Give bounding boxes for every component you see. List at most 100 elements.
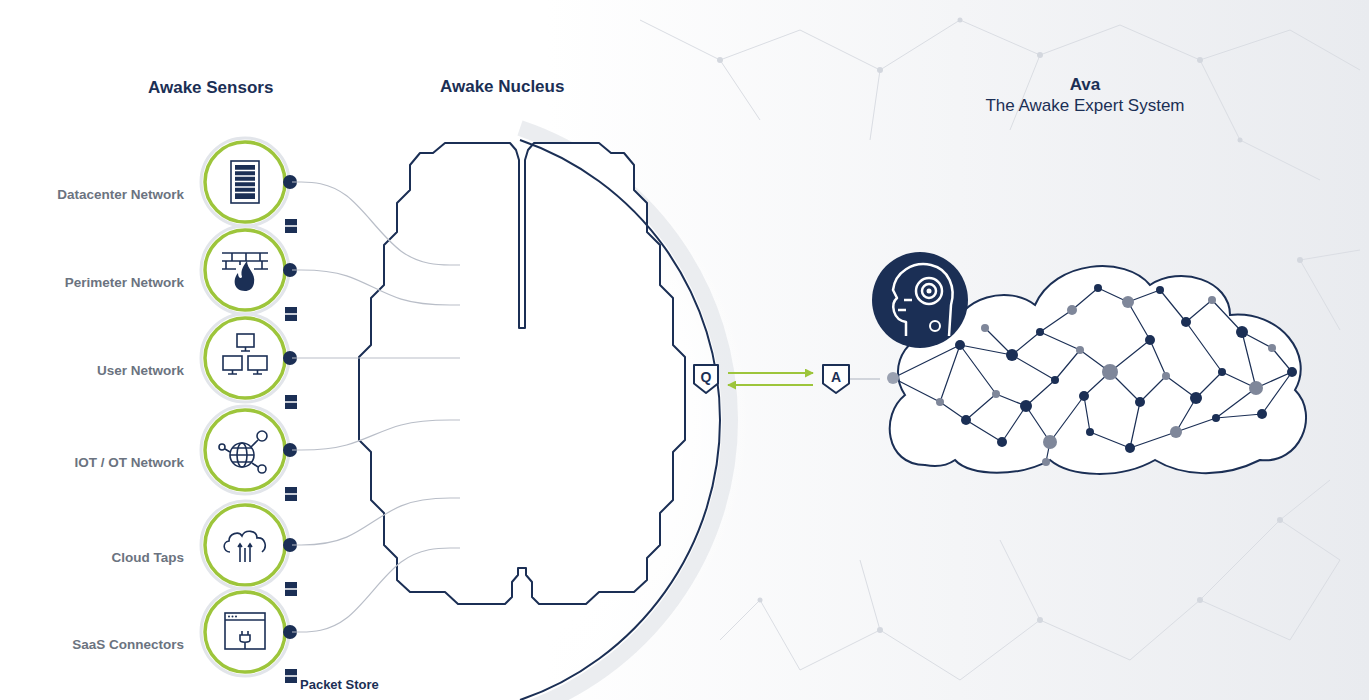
ai-network-dots <box>1043 435 1057 449</box>
shield-node: Q <box>693 364 719 394</box>
sensor-node: SaaS Connectors <box>200 587 292 677</box>
sensor-port <box>283 175 297 189</box>
sensor-icon <box>258 465 266 473</box>
sensor-icon <box>224 531 265 562</box>
ai-network-dots <box>992 390 1000 398</box>
sensor-icon <box>231 161 259 203</box>
sensor-label: IOT / OT Network <box>74 455 184 471</box>
sensor-label: Cloud Taps <box>112 550 185 566</box>
cloud-node: AvaThe Awake Expert System <box>880 255 1310 475</box>
ai-network-dots <box>1287 367 1297 377</box>
ai-network-dots <box>1181 317 1191 327</box>
robot-head-icon <box>872 252 968 348</box>
node-heading: Awake Nucleus <box>440 77 564 97</box>
ai-network-links <box>893 288 1292 462</box>
background-network-dots <box>1037 617 1043 623</box>
sensor-icon <box>223 356 242 370</box>
sensor-feed-line <box>292 420 460 450</box>
sensor-label: User Network <box>97 363 184 379</box>
sensor-icon <box>237 334 254 347</box>
shield-shape <box>694 365 718 393</box>
sensor-icon <box>235 171 255 193</box>
ai-network-dots <box>1067 305 1077 315</box>
background-network-dots <box>1197 57 1203 63</box>
sensor-label: SaaS Connectors <box>72 637 184 653</box>
nucleus-arc <box>520 140 720 700</box>
background-network-dots <box>1277 517 1283 523</box>
sensor-icon <box>248 356 267 370</box>
background-network-dots <box>1197 597 1203 603</box>
ai-network-dots <box>1125 443 1135 453</box>
sensor-icon <box>225 620 265 649</box>
node-heading: Q <box>693 364 719 390</box>
sensor-ring <box>205 230 285 310</box>
ai-network-dots <box>887 284 1297 466</box>
sensor-shadow <box>201 406 289 494</box>
ai-network-dots <box>1208 296 1216 304</box>
background-network-dots <box>1238 138 1243 143</box>
sensor-feed-line <box>292 498 460 545</box>
robot-head-icon <box>898 300 912 310</box>
sensor-icon <box>219 431 267 473</box>
ai-network-dots <box>1135 397 1145 407</box>
background-network <box>640 20 1360 680</box>
sensor-icon <box>228 370 237 374</box>
sensor-feed-line <box>292 357 460 358</box>
shield-node: A <box>822 364 850 394</box>
background-network-dots <box>958 18 963 23</box>
sensor-shadow <box>201 501 289 589</box>
sensor-icon <box>257 431 267 441</box>
sensor-ring <box>205 142 285 222</box>
ai-network-dots <box>1218 368 1226 376</box>
background-network-dots <box>1037 52 1043 58</box>
robot-head-icon <box>930 321 940 331</box>
background-network-dots <box>877 67 883 73</box>
robot-head-icon <box>893 264 953 336</box>
sensor-label: Datacenter Network <box>57 187 184 203</box>
sensor-outline <box>200 313 292 403</box>
sensor-icon <box>224 531 265 562</box>
sensor-icon <box>223 334 267 374</box>
sensor-shadow <box>201 226 289 314</box>
ai-network-dots <box>1145 335 1155 345</box>
ai-network-dots <box>1094 284 1102 292</box>
sensor-shadow <box>201 138 289 226</box>
sensor-port <box>283 625 297 639</box>
sensor-icon <box>241 347 250 351</box>
sensor-icon <box>223 334 267 374</box>
sensor-port <box>283 443 297 457</box>
shield-shape <box>823 365 849 393</box>
sensor-port <box>283 351 297 365</box>
sensor-icon <box>231 161 259 203</box>
flow-connector <box>850 378 880 379</box>
ai-network-dots <box>1079 391 1089 401</box>
sensor-shadow <box>201 588 289 676</box>
background-network-dots <box>877 627 883 633</box>
sensor-node: Datacenter Network <box>200 137 292 227</box>
column-heading: Awake Sensors <box>148 78 273 98</box>
sensor-icon <box>235 165 255 199</box>
sensor-icon <box>225 440 258 467</box>
sensor-icon <box>235 616 237 618</box>
ai-network-dots <box>1268 344 1276 352</box>
ai-network-links <box>893 288 1292 462</box>
robot-head-icon <box>922 284 936 298</box>
sensor-icon <box>225 613 265 649</box>
sensor-ring <box>205 410 285 490</box>
sensor-node: User Network <box>200 313 292 403</box>
ai-network-dots <box>1102 364 1118 380</box>
ai-network-dots <box>1257 409 1267 419</box>
sensor-port <box>283 263 297 277</box>
robot-head-icon <box>872 252 968 348</box>
ai-network-dots <box>955 340 965 350</box>
ai-network-dots <box>1249 381 1263 395</box>
nucleus-outline <box>460 140 722 700</box>
ai-network-dots <box>1190 392 1202 404</box>
sensor-icon <box>253 370 262 374</box>
ai-network-dots <box>1006 349 1018 361</box>
background-network-dots <box>758 598 763 603</box>
flow-connector <box>728 372 813 374</box>
background-network-dots <box>1297 257 1303 263</box>
